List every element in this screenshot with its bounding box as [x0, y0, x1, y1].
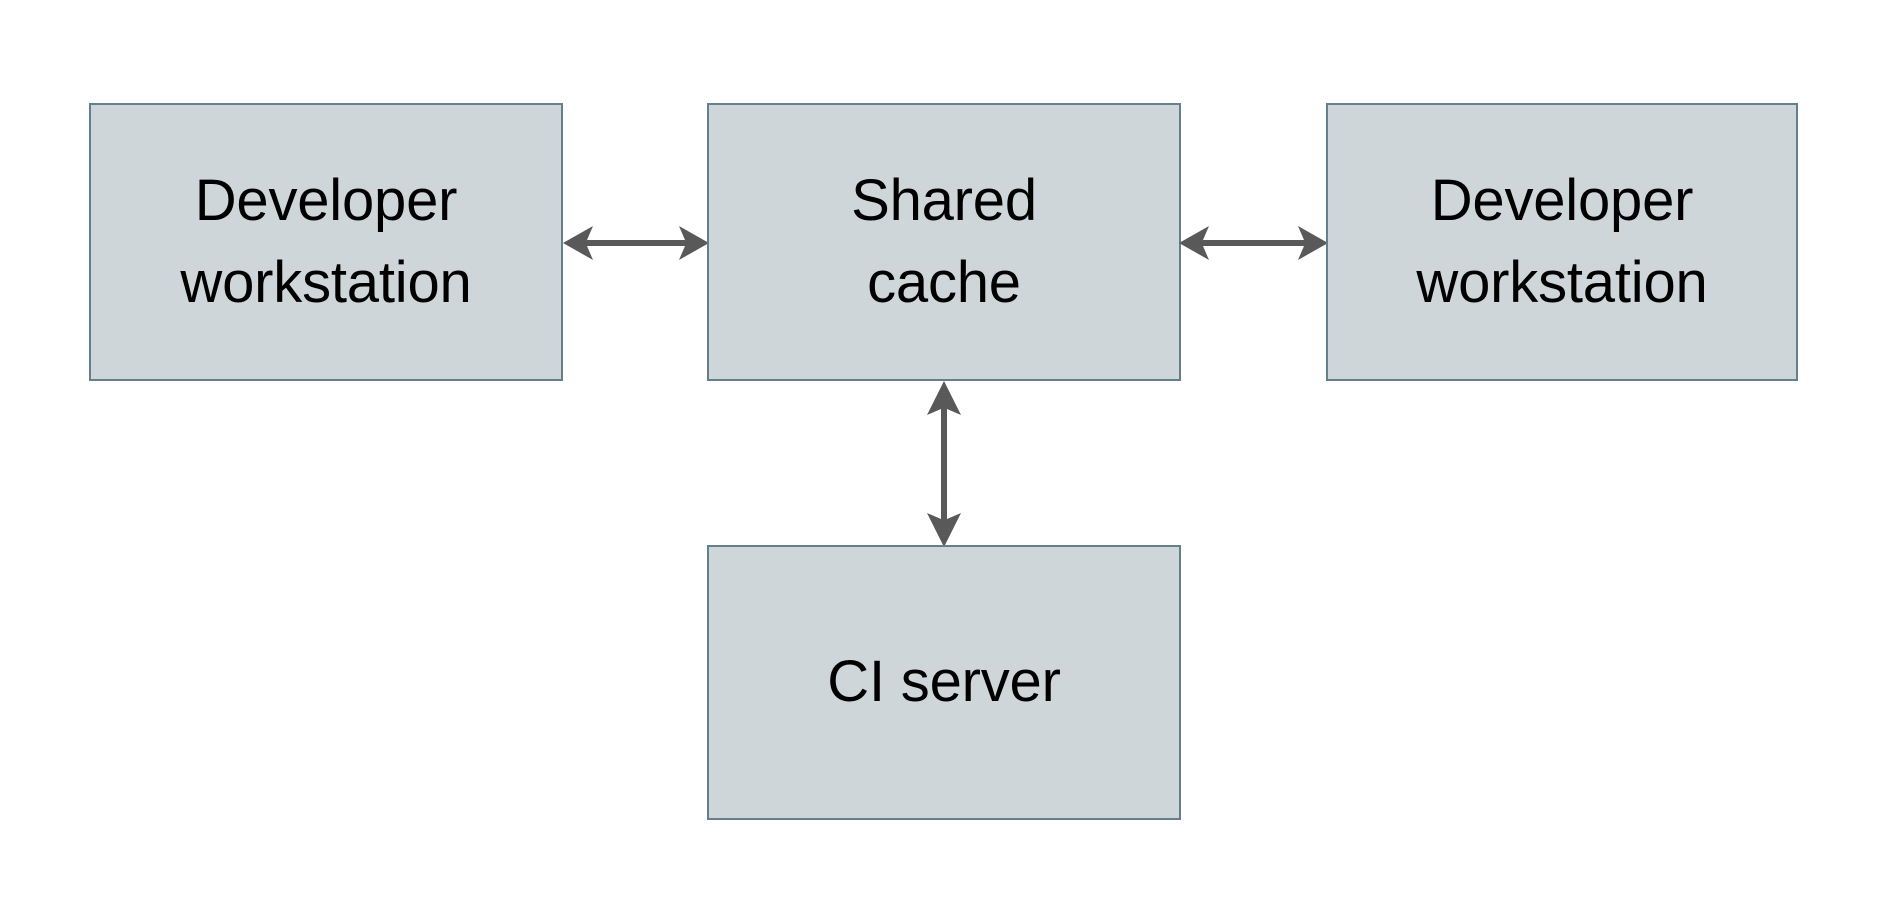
connector-cache-to-ci-server: [914, 381, 974, 547]
node-label: Shared cache: [851, 167, 1037, 315]
node-developer-workstation-left[interactable]: Developer workstation: [89, 103, 563, 381]
bidirectional-arrow-icon: [927, 381, 961, 547]
bidirectional-arrow-icon: [563, 226, 709, 260]
bidirectional-arrow-icon: [1179, 226, 1328, 260]
node-ci-server[interactable]: CI server: [707, 545, 1181, 820]
node-shared-cache[interactable]: Shared cache: [707, 103, 1181, 381]
node-label: Developer workstation: [1416, 167, 1708, 315]
node-label: CI server: [827, 649, 1061, 715]
node-label: Developer workstation: [180, 167, 472, 315]
connector-dev-left-to-cache: [563, 213, 709, 273]
node-developer-workstation-right[interactable]: Developer workstation: [1326, 103, 1798, 381]
connector-cache-to-dev-right: [1179, 213, 1328, 273]
